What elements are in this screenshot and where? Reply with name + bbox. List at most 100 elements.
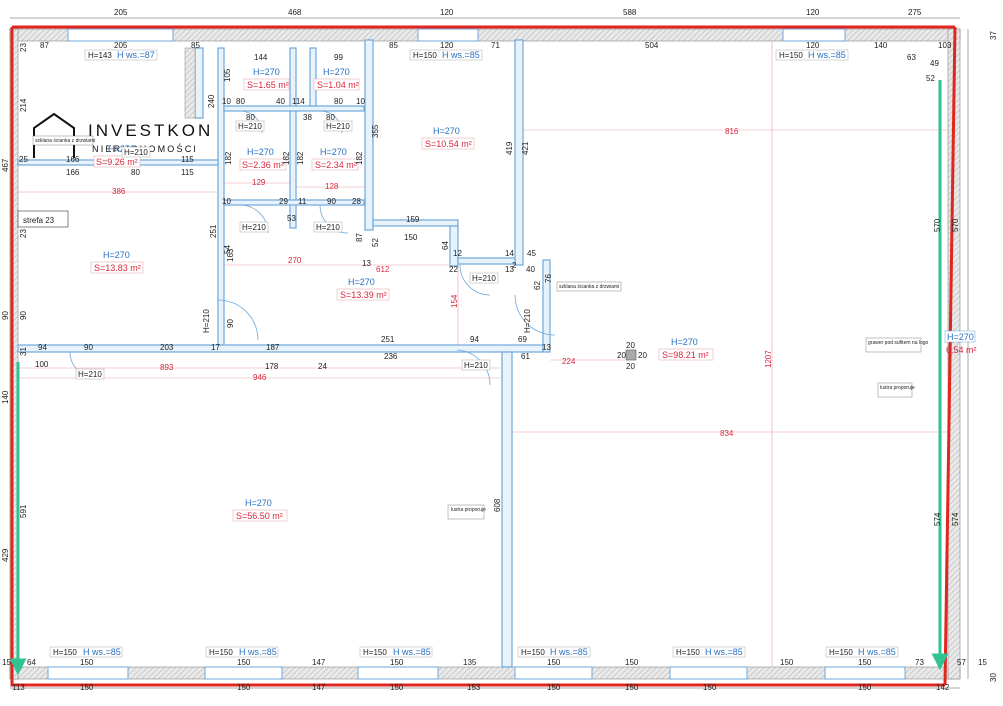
dim-label: 31 [19,347,28,356]
windows-bottom [47,666,906,680]
dim-label: 54 [223,245,232,254]
door-height: H=210 [523,309,532,333]
dim-label: 574 [951,512,960,526]
dim-label: 10 [356,97,365,106]
windows-top [67,28,846,42]
room-height: H=270 [245,498,272,508]
dim-label: 90 [226,319,235,328]
dim-label: 100 [35,360,49,369]
note-text: lustra proporuje [880,385,915,391]
dim-label: 150 [625,658,639,667]
dim-label: 159 [406,215,420,224]
dim-label: 25 [19,155,28,164]
door-height: H=210 [238,122,262,131]
window-height: H=150 [521,648,545,657]
dim-label: 115 [181,168,194,177]
dim-label: 187 [266,343,280,352]
dim-label: 504 [645,41,659,50]
dim-label: 355 [371,124,380,138]
dim-label: 52 [371,238,380,247]
dim-label: 105 [223,68,232,82]
dim-label: 153 [467,683,481,692]
dim-label: 142 [936,683,950,692]
dim-label: 834 [720,429,734,438]
window-height: H=150 [363,648,387,657]
dim-label: 608 [493,498,502,512]
window-sill: H ws.=85 [442,50,480,60]
dim-label: 893 [160,363,174,372]
dim-label: 94 [470,335,479,344]
window-sill: H ws.=85 [239,647,277,657]
window-labels: H=143 H ws.=87 H=150 H ws.=85 H=150 H ws… [49,49,899,658]
door-height: H=210 [242,223,266,232]
room-area: S=1.04 m² [317,80,359,90]
dim-label: 52 [926,74,935,83]
dim-label: 150 [80,658,94,667]
room-area: S=13.83 m² [94,263,141,273]
dim-label: 13 [505,265,514,274]
dim-label: 22 [449,265,458,274]
dim-label: 80 [326,113,335,122]
dim-label: 591 [19,504,28,518]
room-area: 6.54 m² [946,345,977,355]
pillar [625,349,637,361]
window-height: H=150 [779,51,803,60]
stair-element [184,47,196,119]
dim-label: 275 [908,8,922,17]
door-labels: H=210 H=210 H=210 H=210 H=210 H=210 H=21… [75,120,532,380]
dim-label: 570 [933,218,942,232]
dim-label: 73 [915,658,924,667]
door-height: H=210 [316,223,340,232]
room-area: S=13.39 m² [340,290,387,300]
dim-label: 154 [450,294,459,308]
dim-label: 14 [505,249,514,258]
dim-label: 20 [638,351,647,360]
dim-label: 23 [19,43,28,52]
dim-label: 15 [978,658,987,667]
room-height: H=270 [247,147,274,157]
dim-label: 163 [226,248,235,262]
dim-label: 386 [112,187,126,196]
dim-label: 182 [296,151,305,165]
dim-label: 140 [874,41,888,50]
window-sill: H ws.=85 [808,50,846,60]
dim-lines [18,41,948,667]
room-area: S=9.26 m² [96,157,138,167]
room-labels: H=270 S=1.65 m² H=270 S=1.04 m² H=270 S=… [90,67,977,522]
room-area: S=10.54 m² [425,139,472,149]
dim-label: 1207 [764,350,773,368]
dim-label: 946 [253,373,267,382]
dim-label: 588 [623,8,637,17]
dim-label: 251 [381,335,395,344]
dim-label: 90 [327,197,336,206]
dim-label: 20 [626,362,635,371]
dim-label: 150 [237,658,251,667]
dim-label: 236 [384,352,398,361]
room-height: H=270 [433,126,460,136]
dim-label: 10 [222,197,231,206]
dim-label: 182 [355,151,364,165]
dim-label: 15 [2,658,11,667]
room-height: H=270 [348,277,375,287]
window-height: H=150 [209,648,233,657]
dim-label: 150 [858,683,872,692]
dim-label: 113 [12,683,25,692]
dim-label: 224 [562,357,576,366]
dim-label: 147 [312,683,326,692]
dim-label: 24 [318,362,327,371]
dim-label: 80 [131,168,140,177]
dim-label: 574 [933,512,942,526]
dim-ticks [10,17,969,689]
dim-label: 166 [66,155,80,164]
dim-label: 12 [453,249,462,258]
note-text: szklana ścianka z drzwiami [35,138,95,144]
dim-label: 147 [312,658,326,667]
dim-label: 468 [288,8,302,17]
window-height: H=150 [676,648,700,657]
dim-label: 64 [27,658,36,667]
dim-label: 85 [191,41,200,50]
room-height: H=270 [671,337,698,347]
dim-label: 53 [287,214,296,223]
dim-label: 80 [334,97,343,106]
